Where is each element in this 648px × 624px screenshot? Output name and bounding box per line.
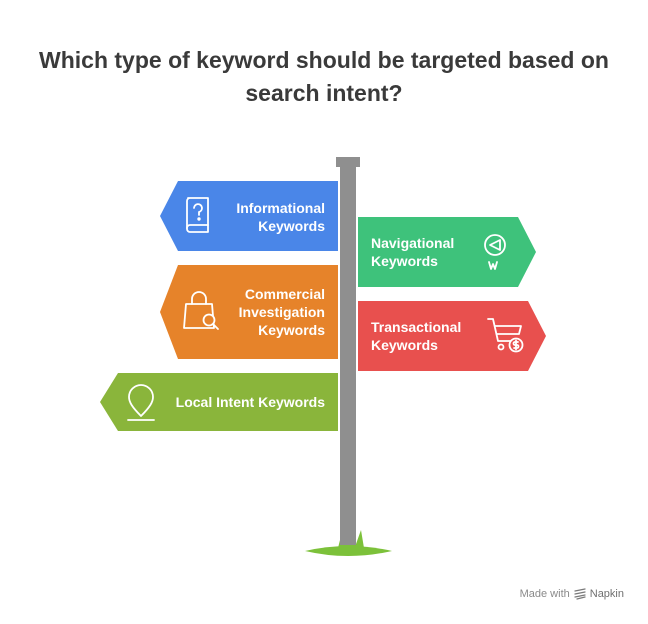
question-book-icon [186,197,209,233]
transactional-label: Transactional Keywords [371,319,462,353]
made-with-napkin: Made with Napkin [520,588,624,600]
shopping-bag-search-icon [183,291,219,330]
cart-dollar-icon [487,318,524,353]
made-with-text: Made with [519,588,570,600]
sign-transactional [358,301,546,371]
compass-icon [484,234,506,270]
sign-commercial [160,265,338,359]
signpost-cap [336,157,360,167]
napkin-logo-icon [574,588,586,600]
sign-informational [160,181,338,251]
page-title: Which type of keyword should be targeted… [0,44,648,110]
grass-base [305,546,392,556]
map-pin-icon [127,384,155,421]
commercial-label: Commercial Investigation Keywords [238,286,325,338]
sign-local [100,373,338,431]
sign-navigational [358,217,536,287]
local-label: Local Intent Keywords [175,394,325,410]
brand-text: Napkin [589,588,624,600]
signpost-post [340,165,356,545]
informational-label: Informational Keywords [236,200,325,234]
navigational-label: Navigational Keywords [371,235,455,269]
title-line-2: search intent? [245,80,403,106]
title-line-1: Which type of keyword should be targeted… [39,47,609,73]
